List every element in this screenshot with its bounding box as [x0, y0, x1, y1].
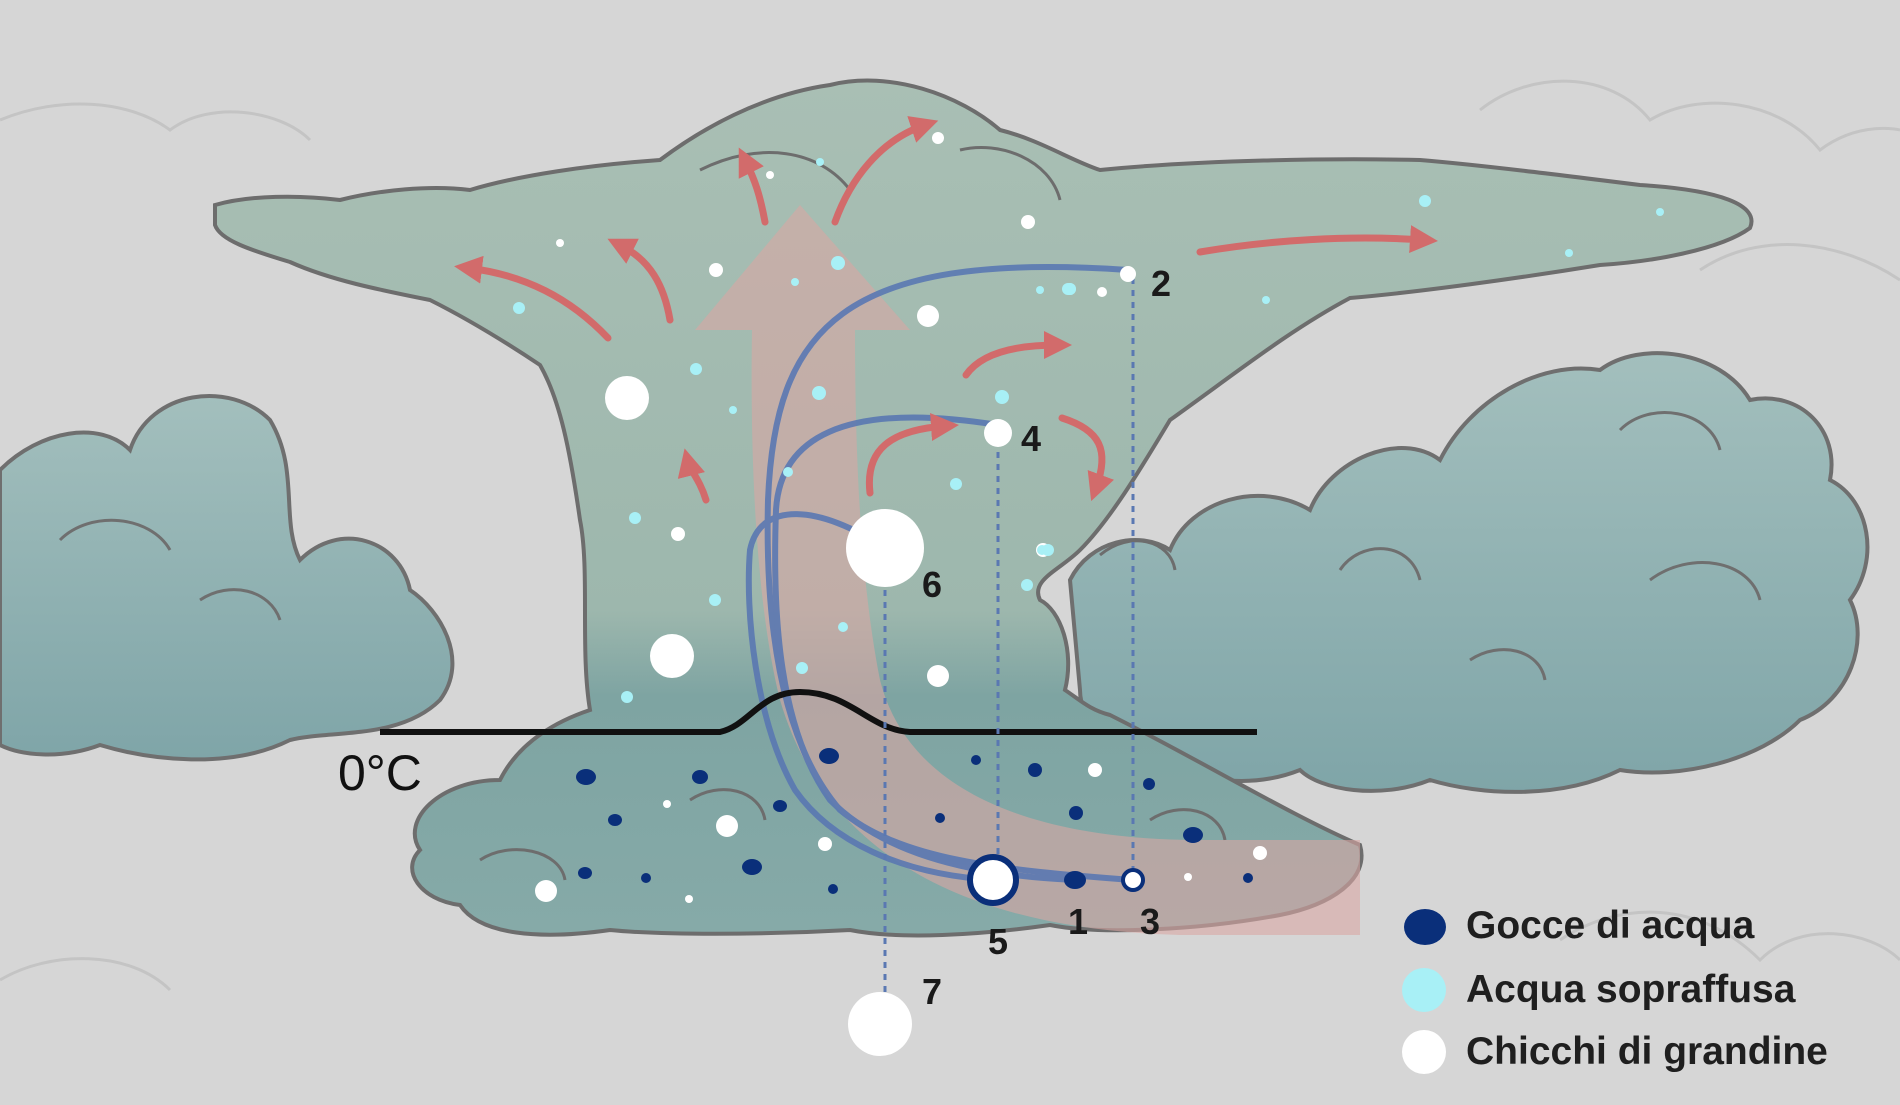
stage-6-hailstone — [846, 509, 924, 587]
legend-water-droplets: Gocce di acqua — [1466, 904, 1755, 947]
cumulonimbus-cloud — [213, 78, 1754, 938]
stage-1-droplet — [1064, 871, 1086, 889]
stage-6-label: 6 — [922, 564, 942, 605]
legend-water-droplet-swatch — [1404, 909, 1446, 945]
hail-particles — [535, 132, 1267, 903]
stage-4-hailstone — [984, 419, 1012, 447]
trajectory-to-6 — [745, 511, 998, 883]
background-clouds — [0, 79, 1900, 992]
legend-supercooled-swatch — [1402, 968, 1446, 1012]
trajectory-to-2 — [764, 264, 1135, 883]
legend-hail-swatch — [1402, 1030, 1446, 1074]
stage-4-label: 4 — [1021, 418, 1041, 459]
legend: Gocce di acqua Acqua sopraffusa Chicchi … — [1402, 904, 1828, 1074]
legend-supercooled-water: Acqua sopraffusa — [1466, 968, 1796, 1011]
right-cloud — [1067, 351, 1870, 794]
supercooled-particles — [513, 158, 1664, 703]
stage-3-hailstone — [1121, 868, 1145, 892]
hail-trajectories — [745, 264, 1135, 883]
trajectory-to-4 — [772, 414, 1078, 883]
updraft-arrow — [695, 205, 1360, 935]
numbered-stages: 1 2 3 4 5 6 7 — [846, 263, 1171, 1056]
stage-7-hailstone — [848, 992, 912, 1056]
left-cloud — [0, 394, 455, 762]
stage-5-label: 5 — [988, 921, 1008, 962]
water-droplets — [576, 748, 1253, 894]
stage-3-label: 3 — [1140, 901, 1160, 942]
legend-hailstones: Chicchi di grandine — [1466, 1030, 1828, 1073]
fall-lines — [883, 278, 1135, 1012]
stage-2-label: 2 — [1151, 263, 1171, 304]
stage-2-hailstone — [1120, 266, 1136, 282]
stage-5-hailstone — [967, 854, 1019, 906]
stage-7-label: 7 — [922, 971, 942, 1012]
stage-1-label: 1 — [1068, 901, 1088, 942]
circulation-arrows — [454, 116, 1438, 504]
freezing-level-label: 0°C — [338, 745, 422, 801]
